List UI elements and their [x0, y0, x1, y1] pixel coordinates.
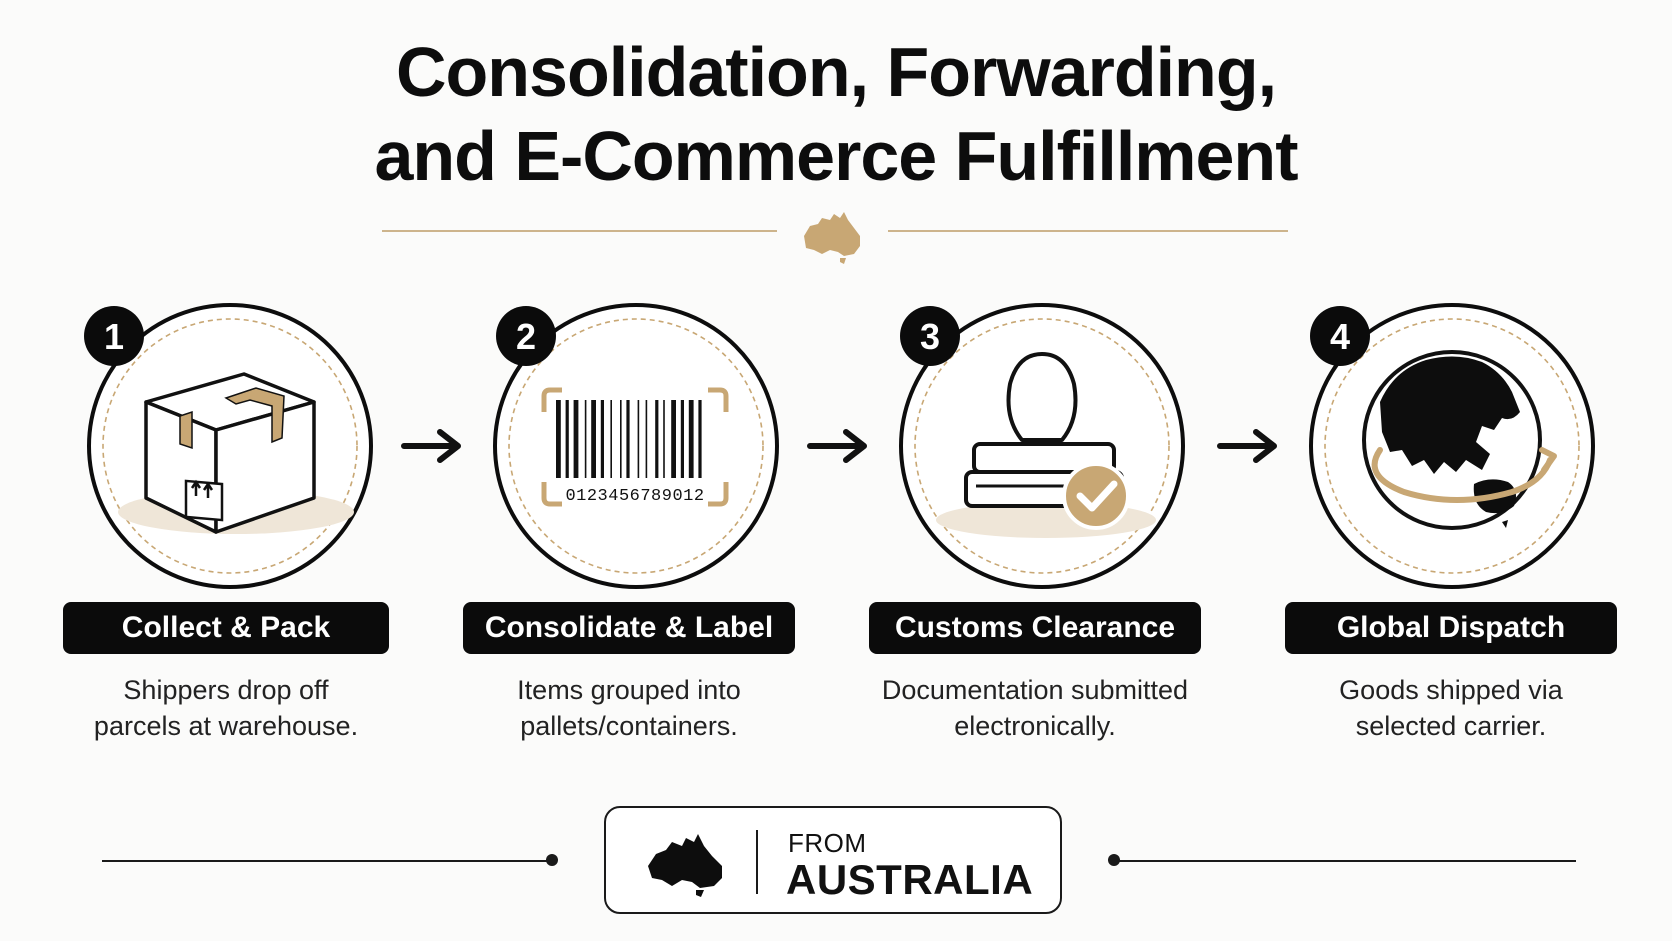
badge-from: FROM	[788, 828, 867, 858]
step-4-desc-line-2: selected carrier.	[1355, 711, 1547, 741]
barcode-bar	[610, 400, 612, 478]
step-3-desc-line-1: Documentation submitted	[881, 675, 1189, 705]
step-2-desc-line-1: Items grouped into	[517, 675, 741, 705]
barcode-bar	[655, 400, 659, 478]
badge-separator	[756, 830, 758, 894]
step-4-desc-line-1: Goods shipped via	[1339, 675, 1563, 705]
page-title: Consolidation, Forwarding, and E-Commerc…	[0, 30, 1672, 198]
step-2-number: 2	[516, 316, 536, 357]
origin-badge: FROM AUSTRALIA	[604, 806, 1062, 914]
barcode-bar	[671, 400, 676, 478]
step-1-desc-line-2: parcels at warehouse.	[93, 711, 359, 741]
step-3-number: 3	[920, 316, 940, 357]
step-4-label: Global Dispatch	[1285, 602, 1617, 654]
step-2-circle: 2 0123456789012	[490, 300, 800, 590]
barcode-bar	[584, 400, 587, 478]
australia-map-icon	[804, 212, 860, 264]
step-1-desc-line-1: Shippers drop off	[123, 675, 329, 705]
step-2-desc-line-2: pallets/containers.	[520, 711, 738, 741]
step-2-description: Items grouped into pallets/containers.	[463, 672, 795, 744]
badge-country: AUSTRALIA	[786, 856, 1034, 903]
step-2-label: Consolidate & Label	[463, 602, 795, 654]
bottom-dot-left	[546, 854, 558, 866]
step-1-number: 1	[104, 316, 124, 357]
title-divider-right	[888, 230, 1288, 232]
barcode-bar	[556, 400, 561, 478]
barcode-bar	[591, 400, 596, 478]
barcode-icon: 0123456789012	[541, 387, 729, 507]
barcode-bar	[637, 400, 640, 478]
barcode-bar	[620, 400, 622, 478]
barcode-bar	[626, 400, 630, 478]
step-3-label: Customs Clearance	[869, 602, 1201, 654]
step-4-description: Goods shipped via selected carrier.	[1285, 672, 1617, 744]
arrow-right-icon	[807, 429, 867, 463]
step-1-label: Collect & Pack	[63, 602, 389, 654]
barcode-bar	[663, 400, 665, 478]
barcode-bar	[680, 400, 684, 478]
bottom-line-right	[1114, 860, 1576, 862]
step-1-description: Shippers drop off parcels at warehouse.	[63, 672, 389, 744]
check-icon	[1062, 462, 1130, 530]
step-4-circle: 4	[1306, 300, 1616, 590]
step-4-number: 4	[1330, 316, 1350, 357]
barcode-digits: 0123456789012	[565, 487, 704, 506]
barcode-bar	[565, 400, 569, 478]
barcode-bar	[698, 400, 702, 478]
barcode-bar	[688, 400, 694, 478]
barcode-bar	[573, 400, 579, 478]
arrow-right-icon	[401, 429, 461, 463]
title-divider-left	[382, 230, 777, 232]
australia-map-icon	[648, 834, 722, 897]
step-3-desc-line-2: electronically.	[954, 711, 1116, 741]
title-line-1: Consolidation, Forwarding,	[395, 33, 1277, 111]
step-1-circle: 1	[84, 300, 394, 590]
step-3-description: Documentation submitted electronically.	[869, 672, 1201, 744]
arrow-right-icon	[1217, 429, 1277, 463]
bottom-line-left	[102, 860, 550, 862]
globe-icon	[1362, 350, 1557, 530]
step-3-circle: 3	[896, 300, 1206, 590]
bottom-dot-right	[1108, 854, 1120, 866]
title-line-2: and E-Commerce Fulfillment	[374, 117, 1298, 195]
barcode-bar	[600, 400, 604, 478]
barcode-bar	[645, 400, 648, 478]
box-icon	[118, 372, 354, 534]
